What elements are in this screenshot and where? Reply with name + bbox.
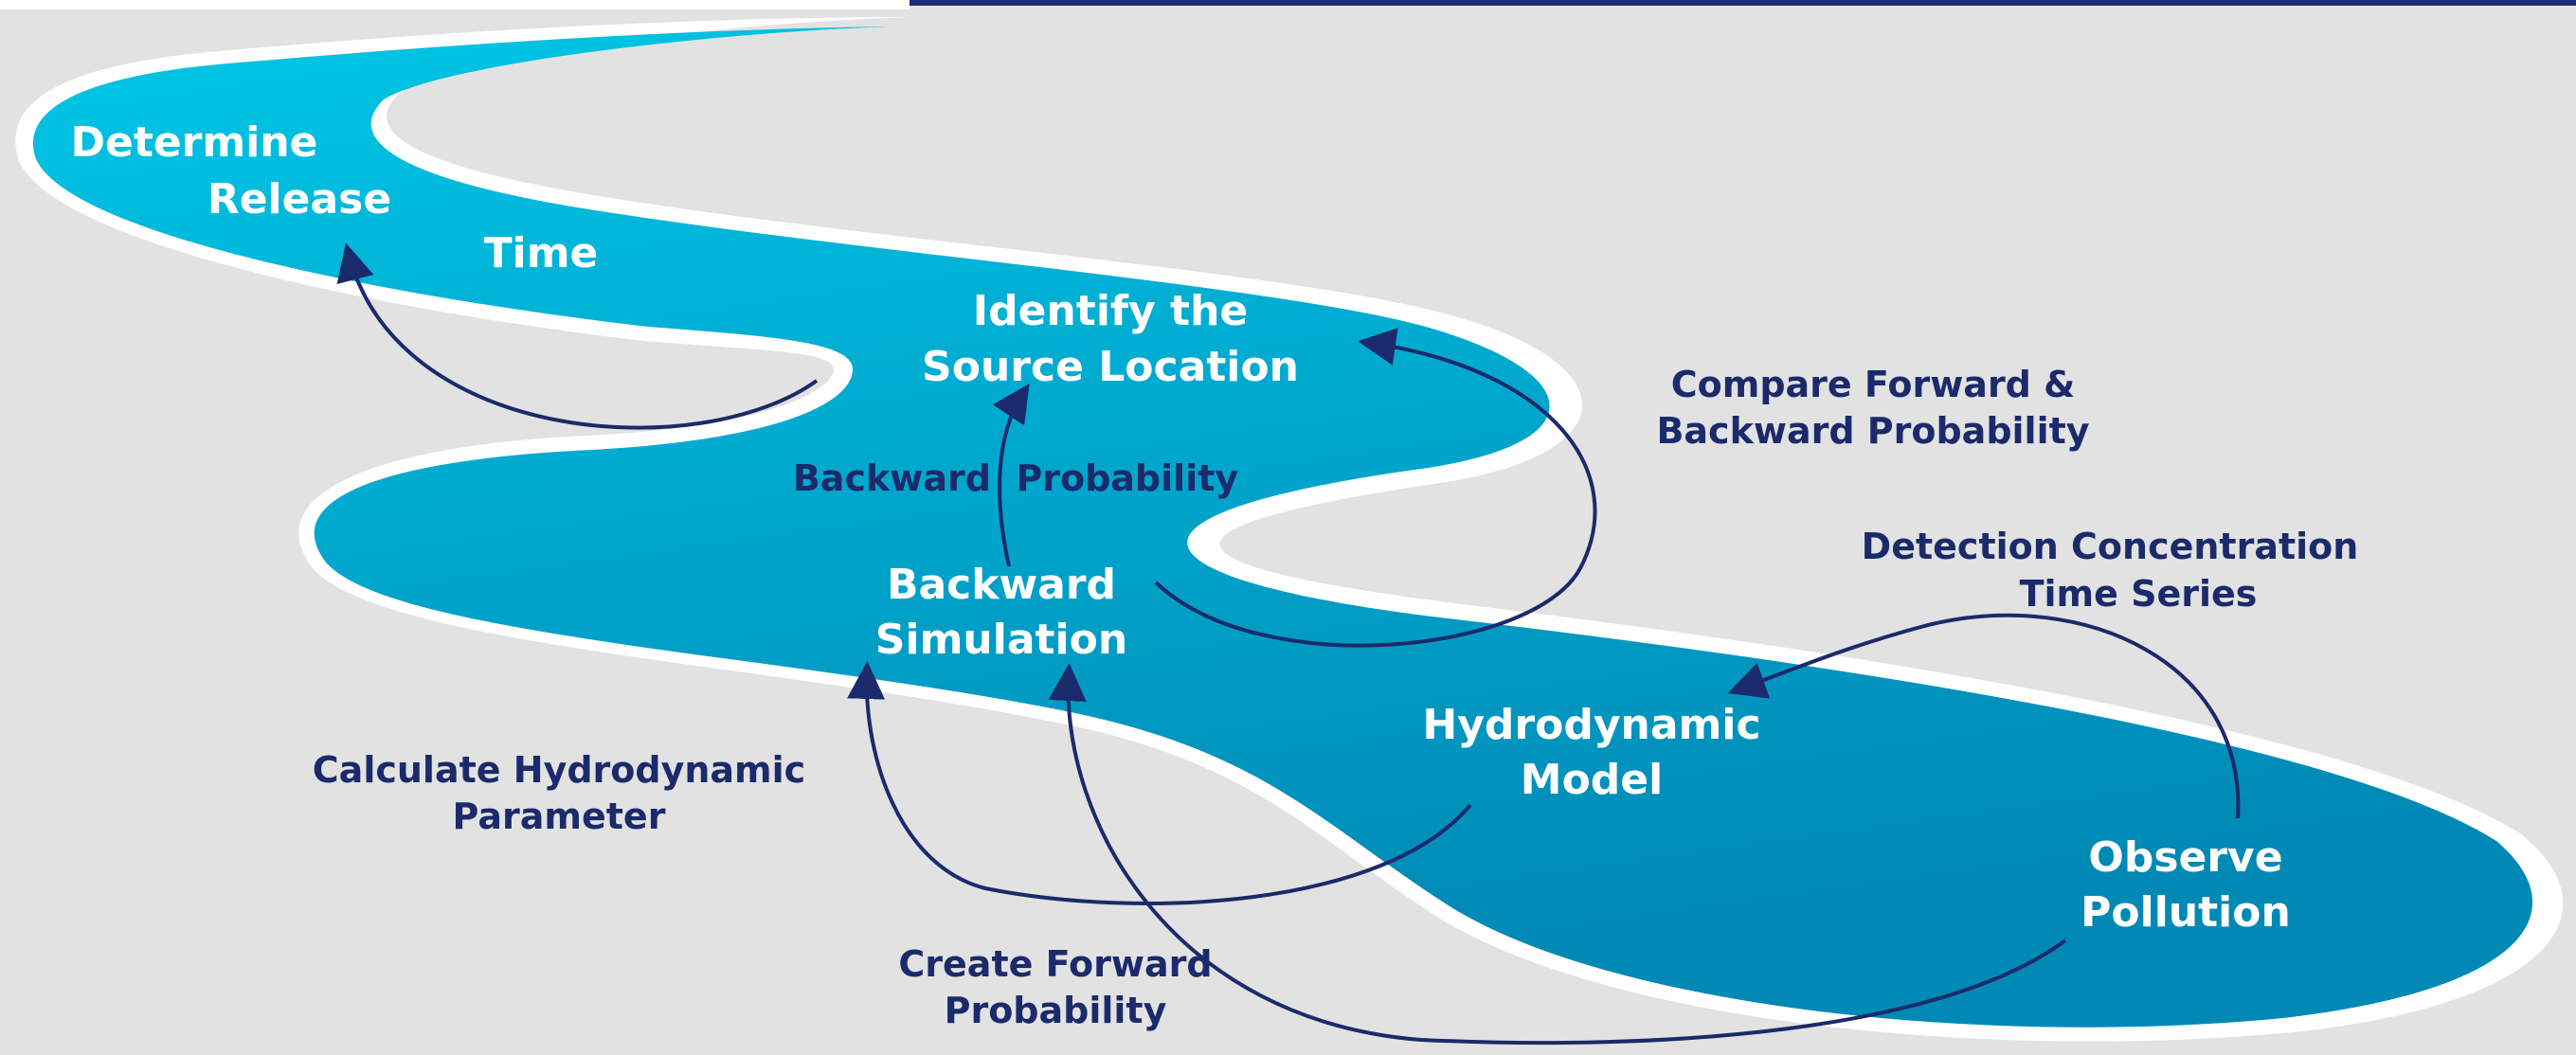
arrow-source-to-release-time xyxy=(336,242,819,430)
top-bank-highlight xyxy=(0,0,910,9)
identify-source-line2: Source Location xyxy=(922,343,1299,391)
arrow-compare-to-source xyxy=(1154,328,1597,648)
arrow-observe-to-backward-sim xyxy=(1048,663,2067,1046)
detection-concentration-line1: Detection Concentration xyxy=(1862,526,2359,567)
arrow-hydrodynamic-to-backward-sim xyxy=(847,661,1472,905)
river-water xyxy=(32,27,2533,1028)
create-forward-line1: Create Forward xyxy=(898,943,1212,985)
backward-simulation-line2: Simulation xyxy=(875,616,1127,664)
arrow-backward-sim-to-source xyxy=(992,384,1030,567)
calculate-hydrodynamic-line1: Calculate Hydrodynamic xyxy=(313,749,805,791)
create-forward-line2: Probability xyxy=(945,990,1167,1031)
top-border-strip xyxy=(0,0,2576,6)
observe-pollution-line2: Pollution xyxy=(2081,888,2291,937)
observe-pollution-line1: Observe xyxy=(2088,833,2282,882)
backward-simulation-line1: Backward xyxy=(887,561,1116,609)
flow-arrows xyxy=(336,242,2241,1046)
detection-concentration-line2: Time Series xyxy=(2020,573,2258,615)
hydrodynamic-model-line2: Model xyxy=(1521,756,1663,804)
hydrodynamic-model-line1: Hydrodynamic xyxy=(1422,701,1760,749)
determine-label-line2: Release xyxy=(207,175,391,224)
calculate-hydrodynamic-line2: Parameter xyxy=(453,796,666,837)
identify-source-line1: Identify the xyxy=(973,287,1249,335)
determine-label-line3: Time xyxy=(484,229,599,277)
backward-probability-label: Backward Probability xyxy=(793,457,1239,499)
compare-forward-backward-line1: Compare Forward & xyxy=(1671,364,2076,405)
compare-forward-backward-line2: Backward Probability xyxy=(1656,410,2089,452)
determine-label-line1: Determine xyxy=(70,118,317,167)
arrow-detection-to-hydrodynamic xyxy=(1727,613,2241,819)
